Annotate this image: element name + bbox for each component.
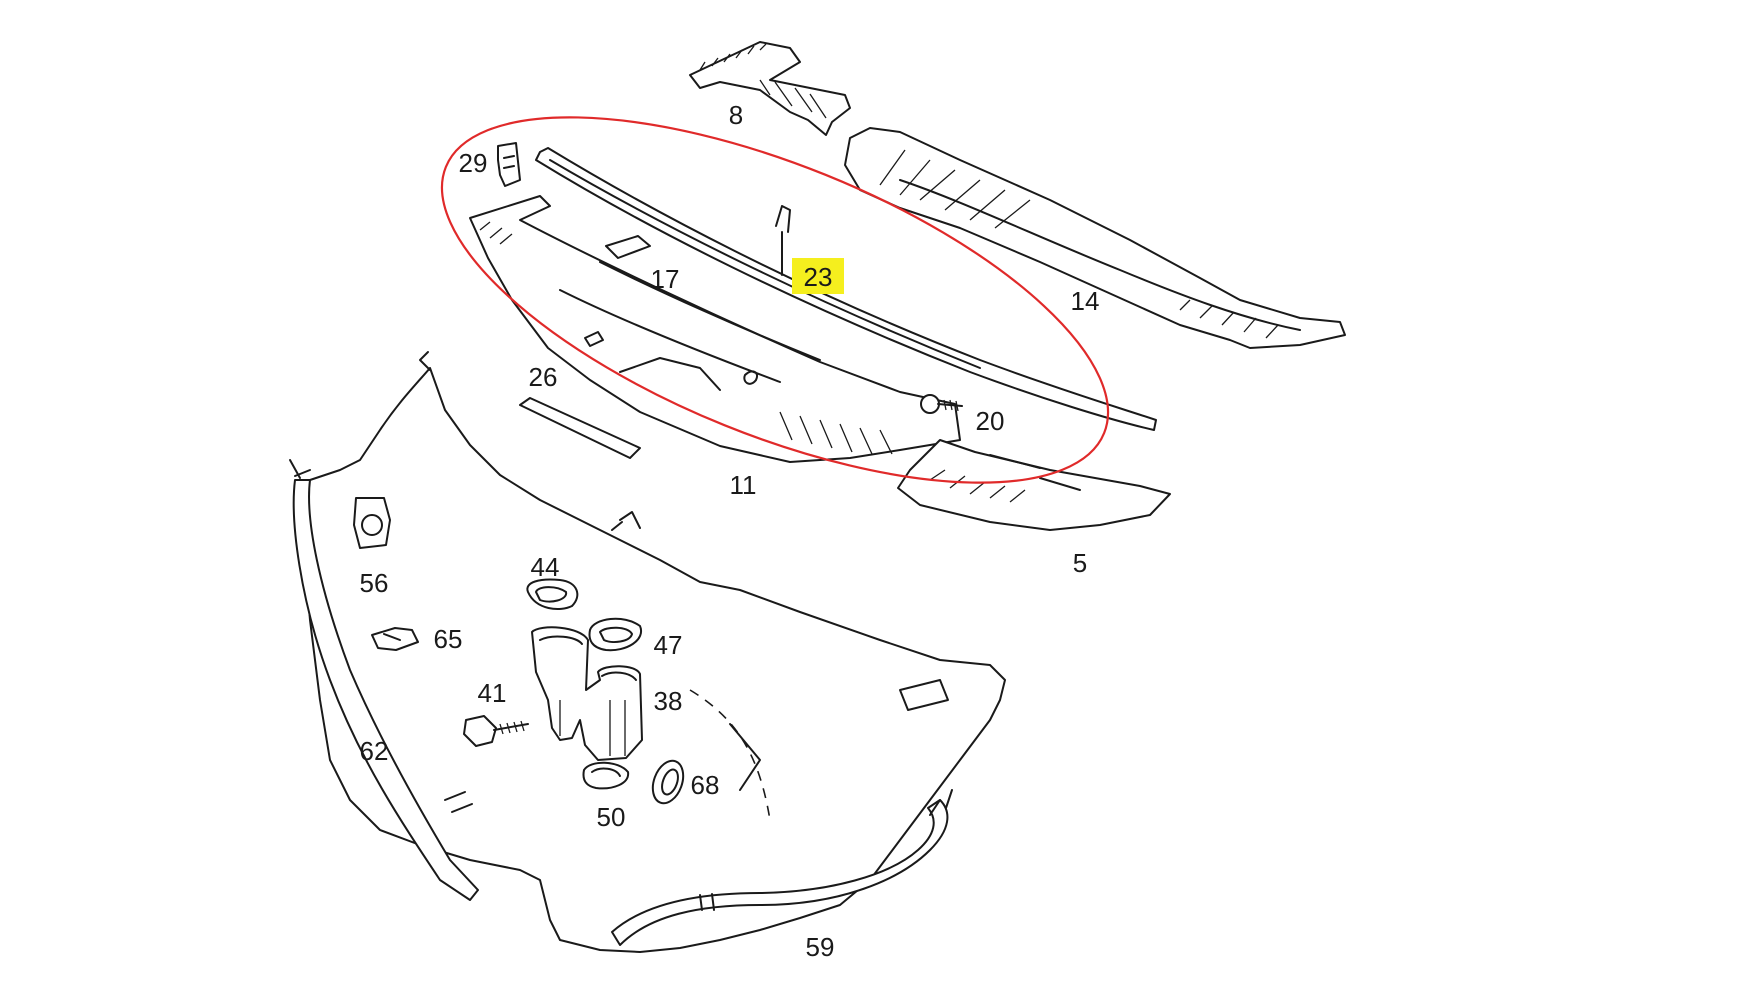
callout-5: 5 bbox=[1073, 548, 1087, 578]
callout-50: 50 bbox=[597, 802, 626, 832]
part-59-hose bbox=[611, 789, 953, 946]
callout-62: 62 bbox=[360, 736, 389, 766]
callout-11: 11 bbox=[730, 470, 757, 500]
part-62-hose bbox=[289, 459, 479, 901]
part-26-strip bbox=[519, 397, 641, 459]
part-44-gasket bbox=[526, 578, 579, 610]
part-41-bolt bbox=[463, 715, 529, 747]
part-23-seal-strip bbox=[535, 147, 1157, 431]
part-65-clip bbox=[371, 627, 419, 651]
callout-20: 20 bbox=[976, 406, 1005, 436]
callout-38: 38 bbox=[654, 686, 683, 716]
callout-47: 47 bbox=[654, 630, 683, 660]
highlight-ellipse bbox=[440, 116, 1110, 484]
callout-8: 8 bbox=[729, 100, 743, 130]
part-8-bracket bbox=[689, 41, 851, 136]
callout-65: 65 bbox=[434, 624, 463, 654]
part-29-clip bbox=[497, 142, 521, 187]
callout-44: 44 bbox=[531, 552, 560, 582]
part-38-duct bbox=[531, 626, 643, 761]
callout-17: 17 bbox=[651, 264, 680, 294]
part-56-grommet bbox=[353, 497, 391, 549]
callout-29: 29 bbox=[459, 148, 488, 178]
callout-23: 23 bbox=[804, 262, 833, 292]
bulkhead-panel bbox=[294, 351, 1006, 953]
callout-41: 41 bbox=[478, 678, 507, 708]
part-17-pad bbox=[605, 235, 651, 259]
part-68-plug bbox=[651, 759, 685, 805]
callout-68: 68 bbox=[691, 770, 720, 800]
part-5-lower-cover bbox=[897, 439, 1171, 531]
highlight-label-box bbox=[792, 258, 844, 294]
part-50-grommet bbox=[582, 761, 630, 790]
part-14-cowl-panel bbox=[844, 127, 1346, 349]
callout-56: 56 bbox=[360, 568, 389, 598]
callout-26: 26 bbox=[529, 362, 558, 392]
callout-14: 14 bbox=[1071, 286, 1100, 316]
part-47-gasket bbox=[588, 617, 643, 652]
part-11-cowl-tray bbox=[469, 195, 961, 463]
callout-59: 59 bbox=[806, 932, 835, 962]
part-20-screw bbox=[920, 394, 963, 414]
